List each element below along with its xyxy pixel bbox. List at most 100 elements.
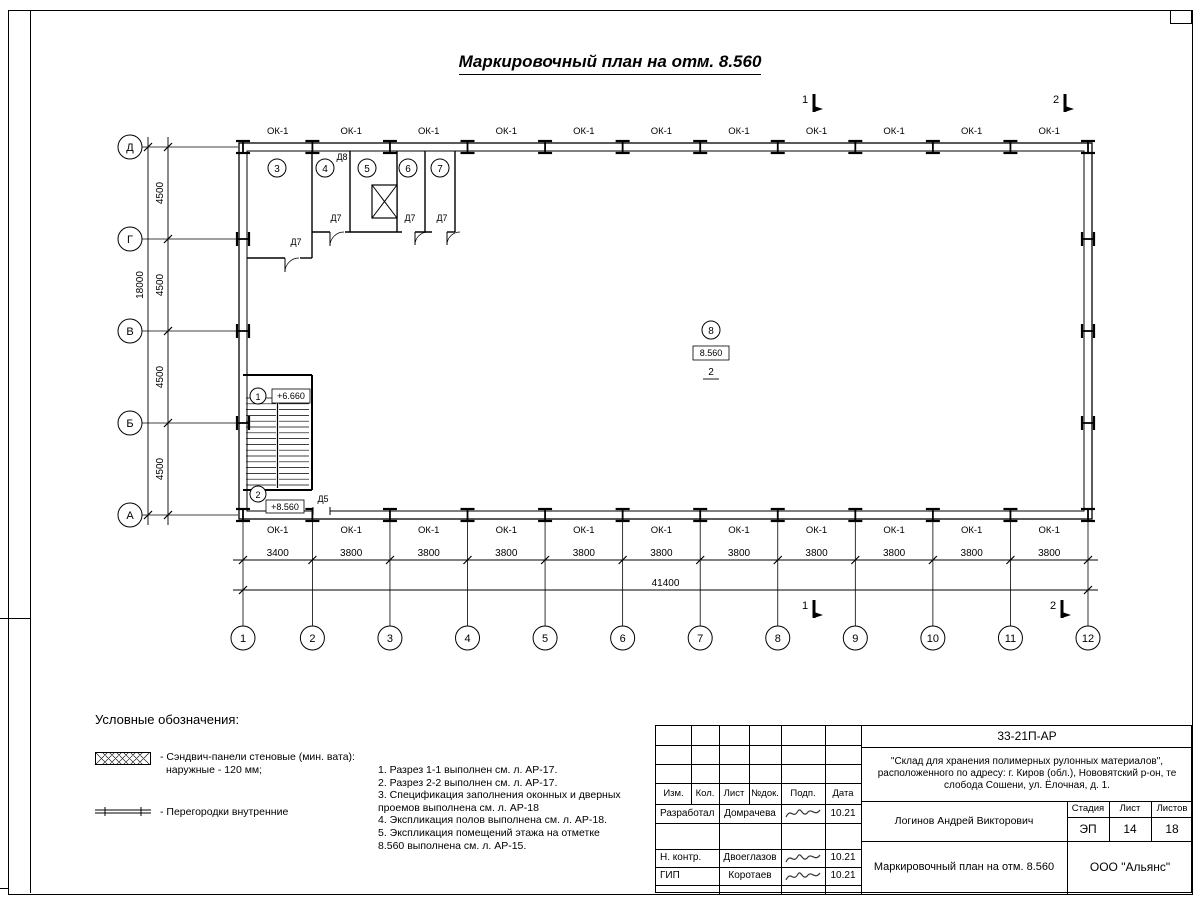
window-label: ОК-1: [806, 126, 827, 137]
axis-circle: [117, 502, 143, 528]
dim-tick: [143, 142, 153, 152]
door-label: Д7: [404, 213, 415, 223]
axis-label: 2: [309, 633, 315, 645]
axis-label: 5: [542, 633, 548, 645]
tb-grid-line: [1067, 817, 1193, 818]
elevation-box: [271, 388, 311, 404]
window-label: ОК-1: [340, 126, 361, 137]
sheet-left-margin-line: [30, 10, 31, 893]
col-header-data: Дата: [832, 787, 854, 799]
note-line: 1. Разрез 1-1 выполнен см. л. АР-17.: [378, 764, 558, 776]
col-header-list: Лист: [723, 787, 745, 799]
project-line: "Склад для хранения полимерных рулонных …: [890, 756, 1164, 767]
room-mark-circle: [357, 158, 377, 178]
axis-circle: [1075, 625, 1101, 651]
axis-circle: [117, 410, 143, 436]
note-line: 4. Экспликация полов выполнена см. л. АР…: [378, 814, 607, 827]
tb-grid-line: [656, 849, 861, 850]
note-line: 3. Спецификация заполнения оконных и две…: [378, 789, 621, 802]
tb-grid-line: [656, 823, 861, 824]
partition-symbol: [95, 807, 151, 816]
elevation-box: [265, 499, 305, 514]
level-mark: 1: [255, 392, 260, 402]
tb-grid-line: [861, 726, 862, 894]
axis-circle: [117, 318, 143, 344]
tb-grid-line: [656, 745, 861, 746]
legend-label: - Сэндвич-панели стеновые (мин. вата):: [160, 751, 355, 763]
window-label: ОК-1: [883, 126, 904, 137]
date-gip: 10.21: [830, 870, 856, 881]
room-mark-circle: [315, 158, 335, 178]
stage-label: Стадия: [1071, 803, 1105, 815]
dim-tick: [1083, 555, 1093, 565]
axis-label: 10: [927, 633, 939, 645]
col-header-ndoc: №док.: [751, 787, 779, 799]
legend-label-group: - Сэндвич-панели стеновые (мин. вата): н…: [160, 751, 355, 776]
room-mark-circle: [267, 158, 287, 178]
name-domracheva: Домрачева: [724, 807, 776, 819]
window-label: ОК-1: [573, 126, 594, 137]
date-nkontr: 10.21: [830, 852, 856, 863]
zone-label: 2: [708, 367, 714, 378]
sandwich-panel-symbol: [95, 752, 151, 765]
dim-tick: [385, 555, 395, 565]
dim-label: 18000: [135, 271, 146, 299]
role-gip: ГИП: [660, 870, 680, 881]
door-label: Д7: [290, 237, 301, 247]
tb-grid-line: [861, 747, 1193, 748]
tb-grid-line: [1109, 801, 1110, 841]
axis-circle: [842, 625, 868, 651]
dim-label: 3800: [495, 548, 518, 559]
window-label: ОК-1: [496, 126, 517, 137]
tb-grid-line: [825, 726, 826, 894]
edge-tick: [0, 618, 30, 619]
dim-tick: [238, 585, 248, 595]
name-dvoeglazov: Двоеглазов: [723, 852, 777, 863]
note-line: 8.560 выполнена см. л. АР-15.: [378, 839, 527, 852]
door-label: Д7: [330, 213, 341, 223]
axis-circle: [299, 625, 325, 651]
dim-tick: [238, 555, 248, 565]
window-label: ОК-1: [418, 525, 439, 536]
door-swing: [446, 231, 461, 246]
axis-label: 11: [1005, 633, 1016, 645]
legend-item-partitions: - Перегородки внутренние: [95, 806, 375, 818]
elevation-box: [692, 345, 730, 361]
dim-label: 4500: [155, 181, 166, 204]
project-description: "Склад для хранения полимерных рулонных …: [861, 747, 1193, 801]
note-line: проемов выполнена см. л. АР-18: [378, 801, 539, 814]
legend-label: наружные - 120 мм;: [166, 764, 263, 776]
room-mark: 3: [274, 164, 280, 175]
axis-label: 12: [1082, 633, 1094, 645]
room-mark: 6: [405, 164, 411, 175]
dim-tick: [163, 510, 173, 520]
drawing-title-text: Маркировочный план на отм. 8.560: [458, 52, 762, 75]
room-mark: 5: [364, 164, 370, 175]
axis-circle: [455, 625, 481, 651]
dim-tick: [163, 326, 173, 336]
col-header-podp: Подп.: [790, 787, 816, 799]
door-label: Д5: [317, 494, 328, 504]
section-mark-arrow: [1065, 106, 1074, 112]
tb-grid-line: [719, 726, 720, 894]
dim-tick: [143, 510, 153, 520]
window-label: ОК-1: [267, 126, 288, 137]
axis-label: 3: [387, 633, 393, 645]
window-label: ОК-1: [496, 525, 517, 536]
stage-value: ЭП: [1079, 821, 1097, 836]
axis-label: В: [126, 326, 133, 338]
tb-grid-line: [861, 801, 1193, 802]
section-mark-label: 2: [1050, 600, 1056, 612]
organization: ООО "Альянс": [1089, 860, 1171, 875]
exterior-wall: [238, 142, 1093, 520]
window-label: ОК-1: [883, 525, 904, 536]
signature: [785, 809, 821, 818]
dim-tick: [1006, 555, 1015, 565]
dim-tick: [695, 555, 705, 565]
axis-label: 1: [240, 633, 246, 645]
axis-label: Д: [126, 142, 134, 154]
room-mark-circle: [701, 320, 721, 340]
level-mark-circle: [249, 387, 267, 405]
dim-label: 3400: [267, 548, 290, 559]
